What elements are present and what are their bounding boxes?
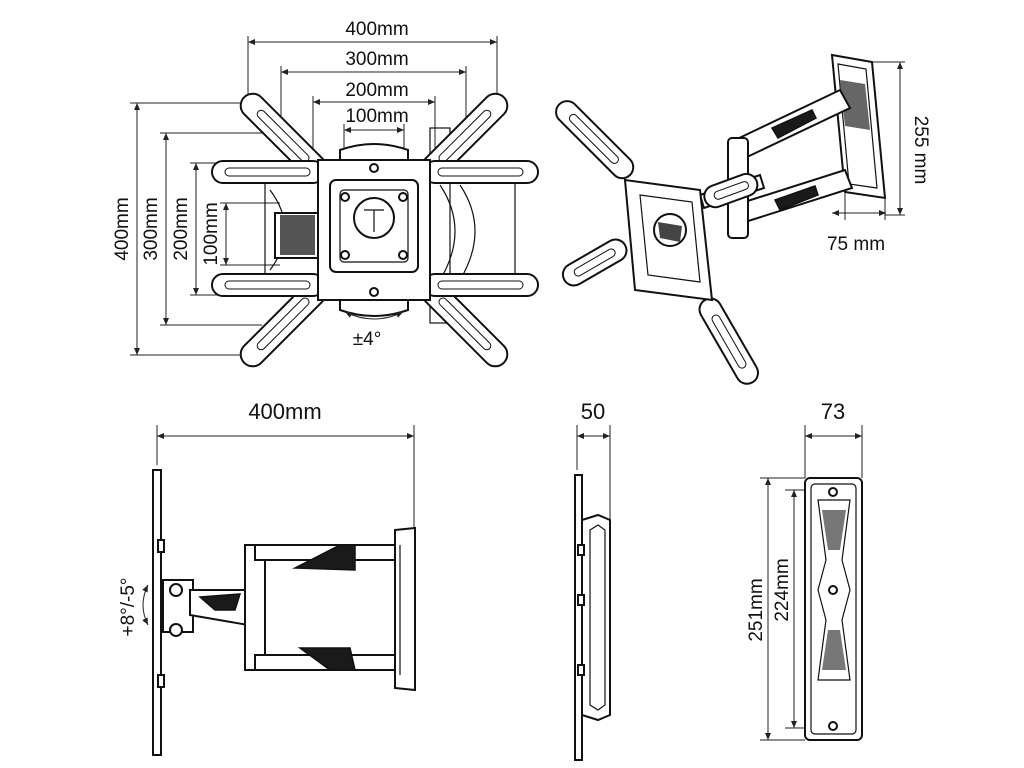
wall-plate-width-label: 73	[821, 399, 845, 424]
front-dim-400-top: 400mm	[345, 19, 408, 40]
rotation-indicator	[344, 311, 404, 320]
side-tilt-head	[162, 579, 249, 637]
profile-thickness-label: 50	[581, 399, 605, 424]
front-vesa-plate	[317, 143, 431, 317]
front-diagonal-arms	[239, 92, 509, 368]
front-width-dimensions	[247, 36, 498, 165]
front-dim-200-side: 200mm	[171, 197, 192, 260]
side-tv-plate	[152, 469, 165, 756]
profile-body	[574, 474, 611, 761]
wall-plate-view: 73 251mm 224mm	[746, 399, 863, 741]
side-arm	[244, 526, 416, 692]
front-height-dimensions	[130, 102, 280, 356]
side-tilt-label: +8°/-5°	[118, 577, 139, 636]
front-dim-100-side: 100mm	[201, 202, 222, 265]
front-view: 400mm 300mm 200mm 100mm 400mm 300mm 200m…	[112, 19, 539, 368]
wall-plate-inner-height-label: 224mm	[772, 558, 793, 621]
side-view: 400mm +8°/-5°	[118, 399, 416, 756]
perspective-view: 255 mm 75 mm	[555, 53, 931, 385]
perspective-vesa-plate	[555, 100, 759, 385]
perspective-depth-label: 75 mm	[827, 234, 885, 255]
perspective-arms	[698, 88, 854, 239]
front-dim-100-top: 100mm	[345, 106, 408, 127]
perspective-height-label: 255 mm	[910, 116, 931, 185]
front-arm-behind	[264, 127, 516, 324]
front-dim-200-top: 200mm	[345, 80, 408, 101]
wall-plate-body	[804, 477, 863, 741]
front-horizontal-arms	[211, 160, 539, 297]
front-dim-400-side: 400mm	[112, 197, 133, 260]
front-dim-300-side: 300mm	[141, 197, 162, 260]
side-extension-label: 400mm	[248, 399, 321, 424]
front-dim-300-top: 300mm	[345, 49, 408, 70]
profile-view: 50	[574, 399, 611, 761]
wall-plate-outer-height-label: 251mm	[746, 578, 767, 641]
front-rotation-label: ±4°	[353, 329, 382, 350]
